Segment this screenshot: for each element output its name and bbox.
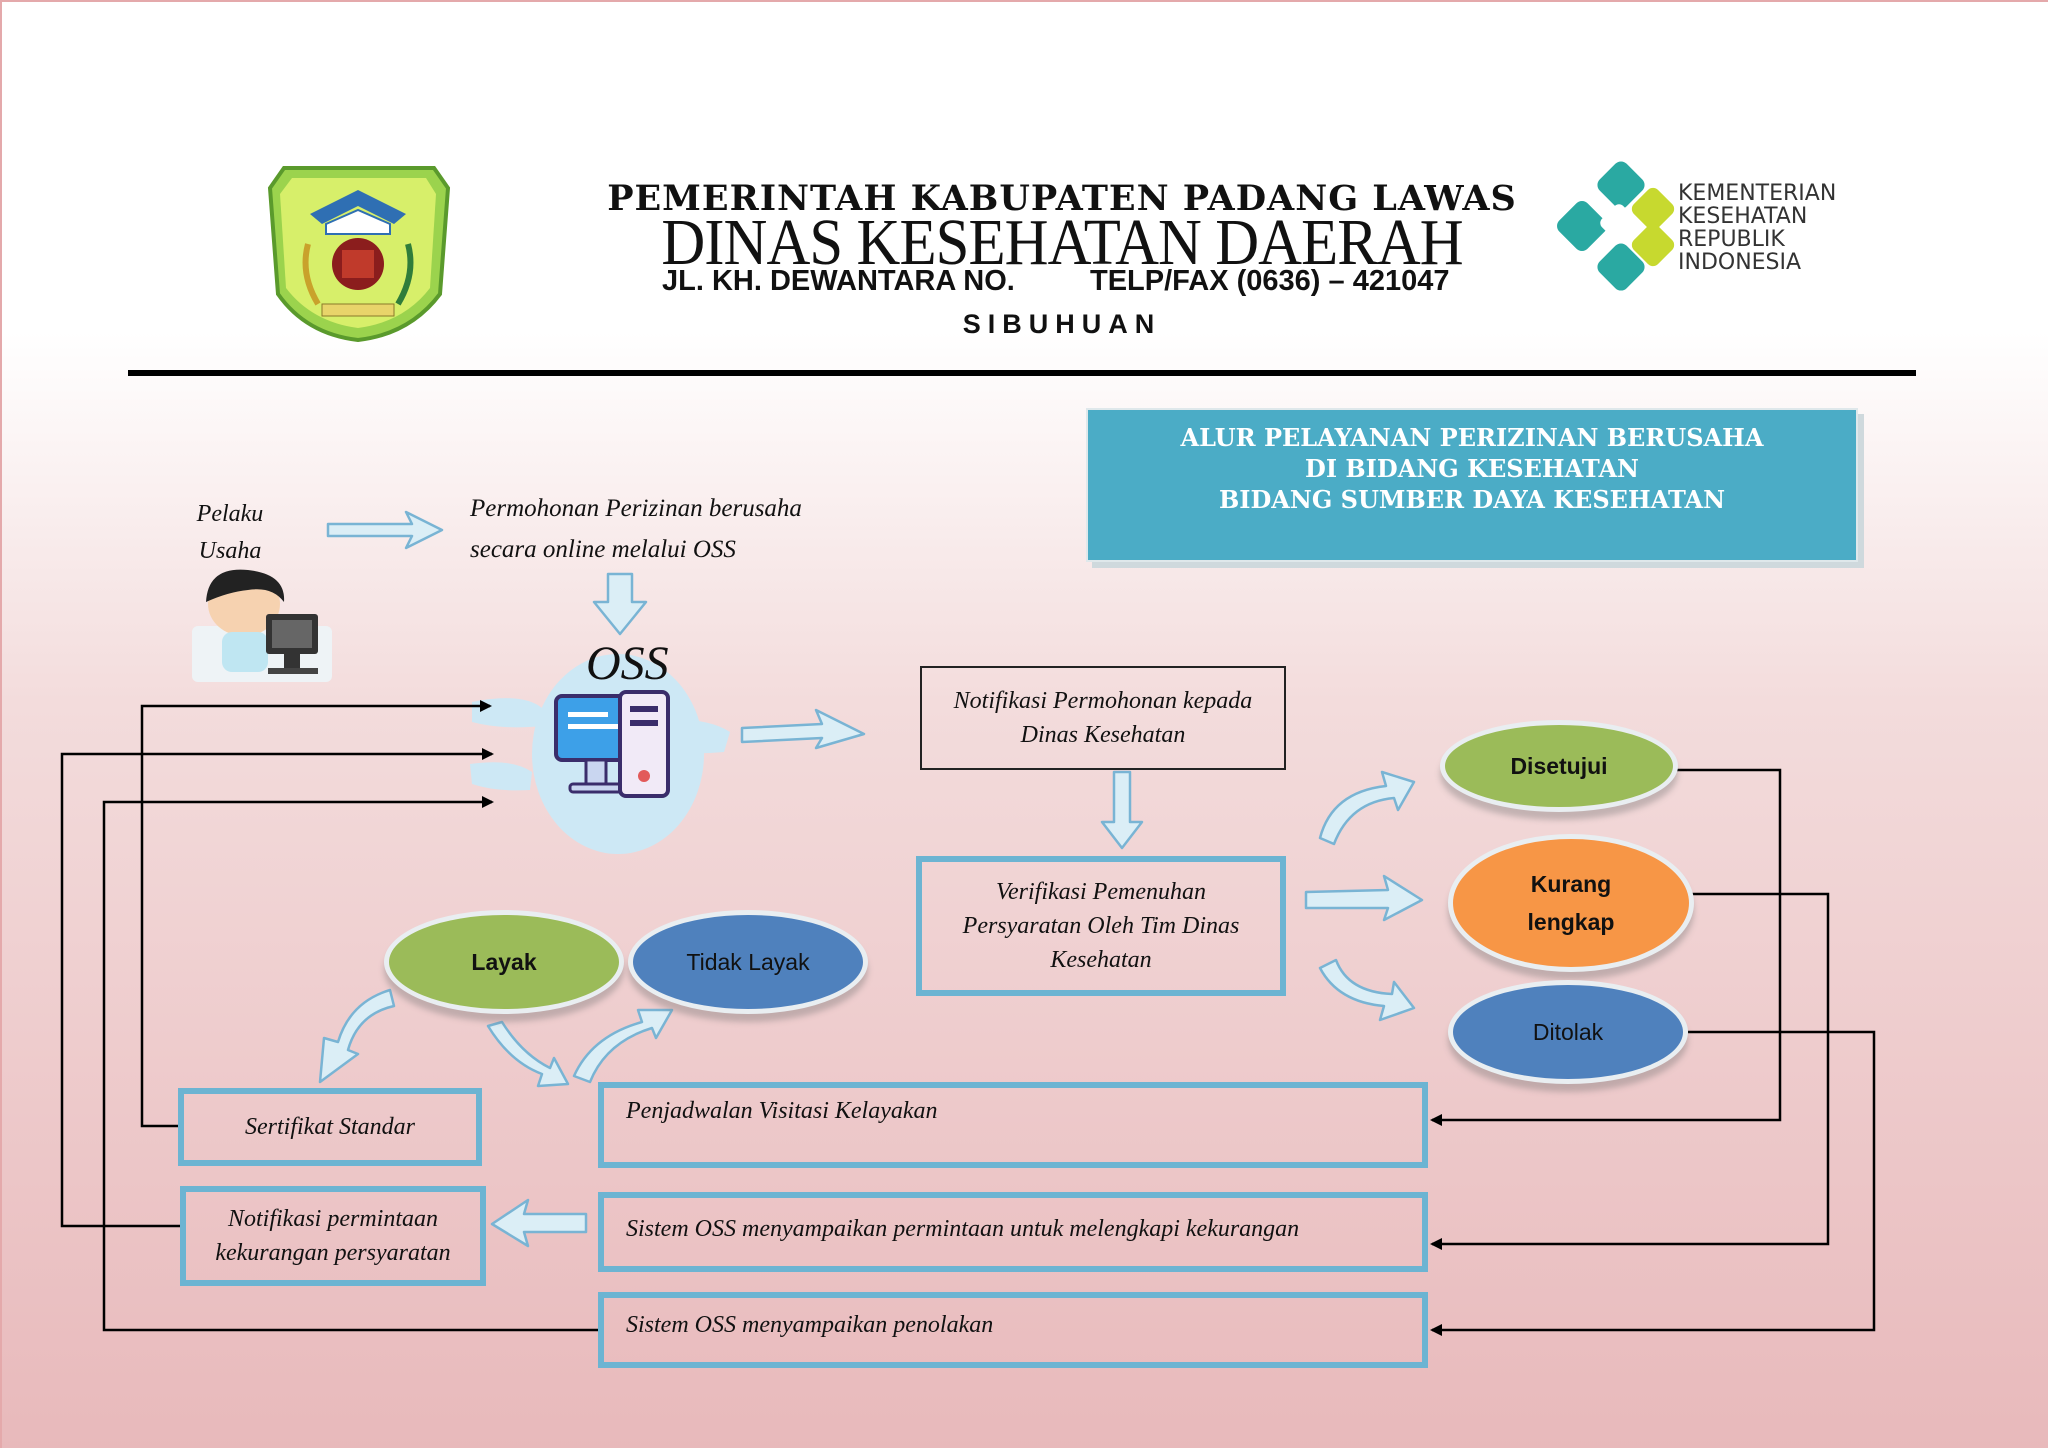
deficiency-notice-box: Notifikasi permintaan kekurangan persyar… [180,1186,486,1286]
phone-text: TELP/FAX (0636) – 421047 [1090,265,1450,297]
oss-label: OSS [586,637,669,690]
visit-schedule-text: Penjadwalan Visitasi Kelayakan [626,1098,938,1124]
arrow-right-icon [1304,874,1424,922]
ministry-logo-lettering: KEMENTERIAN KESEHATAN REPUBLIK INDONESIA [1678,181,1837,275]
notification-text: Notifikasi Permohonan kepada Dinas Keseh… [953,688,1253,748]
user-at-computer-icon [192,569,332,682]
arrow-up-right-icon [572,1008,674,1084]
arrow-right-icon [326,510,444,550]
header-divider [128,370,1916,376]
title-line-2: DI BIDANG KESEHATAN [1305,454,1639,483]
oss-request-box: Sistem OSS menyampaikan permintaan untuk… [598,1192,1428,1272]
incomplete-label-line-1: Kurang [1530,871,1612,897]
oss-computer-icon [470,654,730,854]
title-line-3: BIDANG SUMBER DAYA KESEHATAN [1218,485,1726,514]
rejected-label: Ditolak [1532,1018,1604,1045]
verification-text: Verifikasi Pemenuhan Persyaratan Oleh Ti… [962,879,1240,973]
arrow-down-icon [1100,770,1144,850]
connector-notice-to-oss [60,748,494,1228]
eligible-label: Layak [471,948,537,975]
government-name: PEMERINTAH KABUPATEN PADANG LAWAS [607,178,1517,219]
arrow-right-icon [740,708,866,750]
incomplete-oval: Kurang lengkap [1448,834,1694,972]
certificate-box: Sertifikat Standar [178,1088,482,1166]
oss-rejection-box: Sistem OSS menyampaikan penolakan [598,1292,1428,1368]
connector-incomplete-to-request [1430,892,1830,1250]
visit-schedule-box: Penjadwalan Visitasi Kelayakan [598,1082,1428,1168]
certificate-text: Sertifikat Standar [245,1113,415,1140]
application-line-1: Permohonan Perizinan berusaha [470,495,802,522]
address-text: JL. KH. DEWANTARA NO. [662,265,1015,297]
incomplete-label-line-2: lengkap [1527,909,1615,935]
connector-certificate-to-oss [140,700,492,1128]
arrow-up-right-icon [1318,770,1416,846]
actor-label-line-2: Usaha [198,538,262,564]
notification-box: Notifikasi Permohonan kepada Dinas Keseh… [920,666,1286,770]
arrow-down-icon [592,572,648,636]
application-text: Permohonan Perizinan berusaha secara onl… [470,488,802,570]
eligible-oval: Layak [384,910,624,1014]
city-text: SIBUHUAN [962,309,1162,339]
deficiency-notice-text: Notifikasi permintaan kekurangan persyar… [215,1206,451,1266]
verification-box: Verifikasi Pemenuhan Persyaratan Oleh Ti… [916,856,1286,996]
arrow-down-right-icon [486,1020,570,1088]
not-eligible-oval: Tidak Layak [628,910,868,1014]
arrow-left-icon [490,1198,588,1248]
actor-label-line-1: Pelaku [196,501,264,527]
connector-rejection-to-oss [102,796,598,1332]
department-name: DINAS KESEHATAN DAERAH [661,206,1463,279]
title-line-1: ALUR PELAYANAN PERIZINAN BERUSAHA [1180,423,1764,452]
connector-rejected-to-rejection [1430,1030,1876,1336]
not-eligible-label: Tidak Layak [686,948,810,975]
rejected-oval: Ditolak [1448,980,1688,1084]
approved-label: Disetujui [1510,752,1608,779]
ministry-logo-text: KEMENTERIAN KESEHATAN REPUBLIK INDONESIA [1678,182,1858,274]
arrow-down-left-icon [318,988,396,1084]
oss-rejection-text: Sistem OSS menyampaikan penolakan [626,1312,994,1338]
actor-label: Pelaku Usaha [190,496,270,570]
arrow-down-right-icon [1318,958,1416,1022]
diagram-title-box: ALUR PELAYANAN PERIZINAN BERUSAHA DI BID… [1086,408,1858,562]
approved-oval: Disetujui [1440,720,1678,812]
connector-approved-to-schedule [1430,768,1782,1126]
application-line-2: secara online melalui OSS [470,536,736,563]
oss-request-text: Sistem OSS menyampaikan permintaan untuk… [626,1216,1300,1242]
